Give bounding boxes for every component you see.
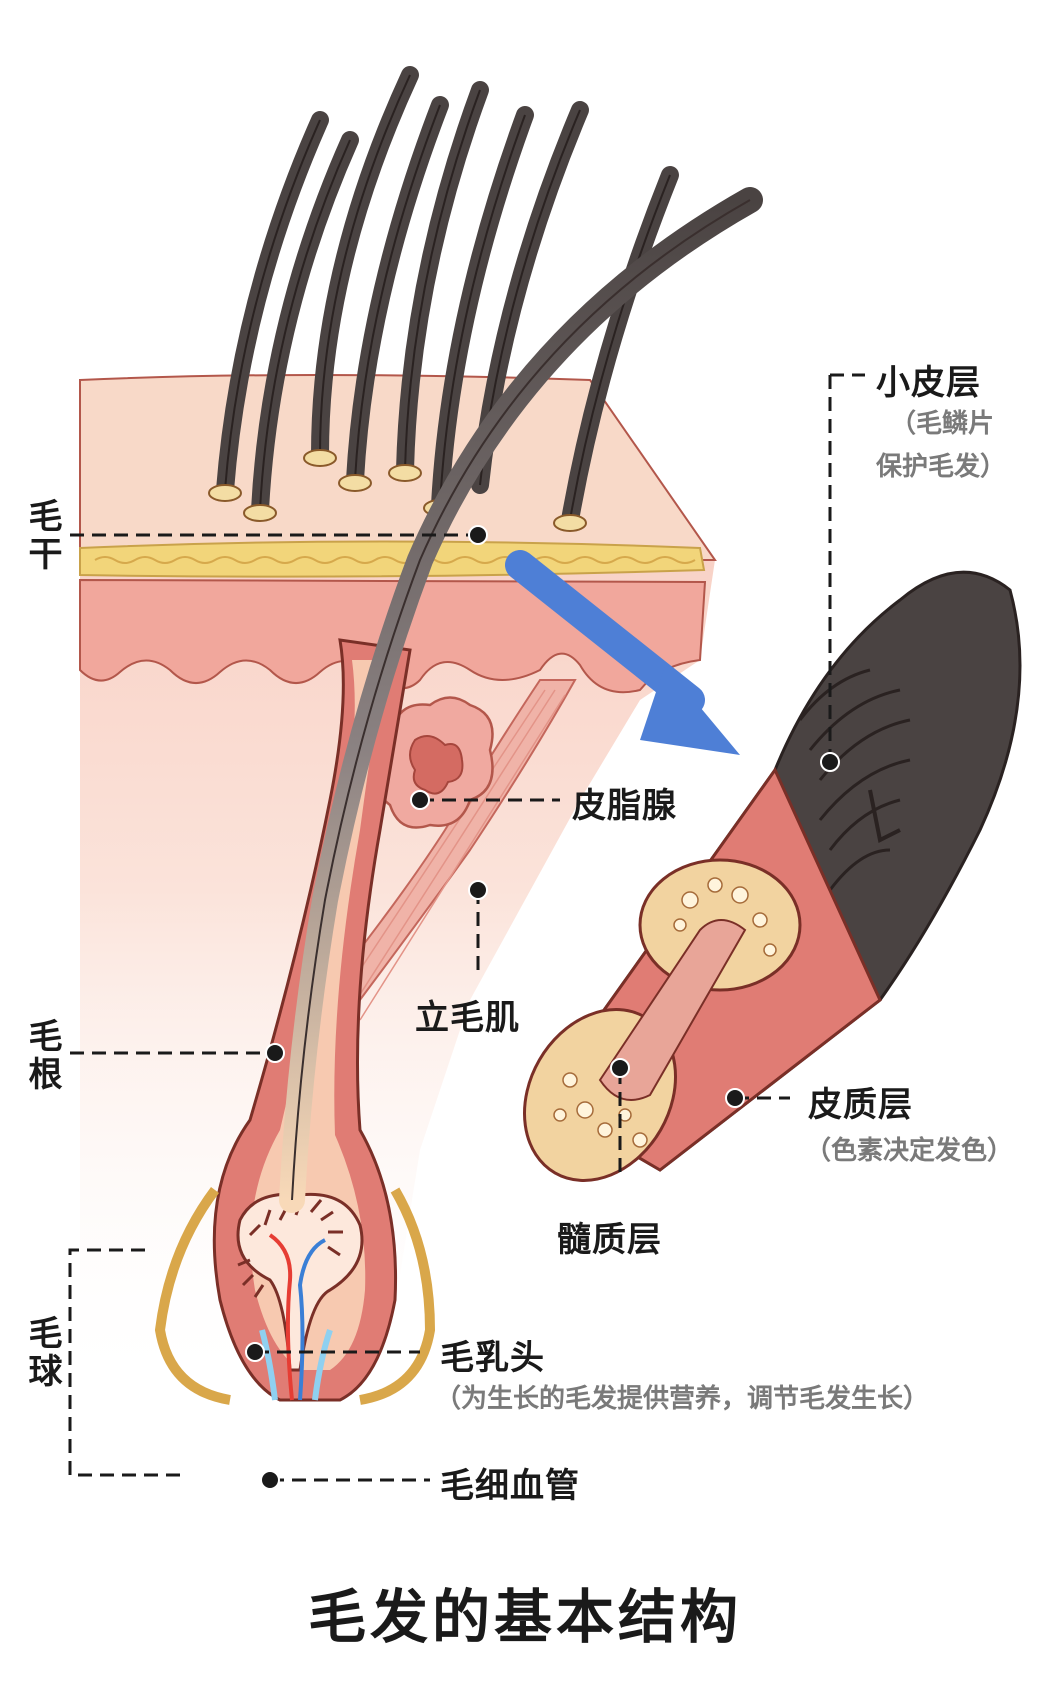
main-hair-shaft bbox=[279, 187, 763, 1213]
label-sebaceous-gland: 皮脂腺 bbox=[572, 786, 677, 826]
label-papilla: 毛乳头 bbox=[440, 1338, 545, 1378]
label-papilla-note: （为生长的毛发提供营养，调节毛发生长） bbox=[435, 1384, 930, 1414]
label-cortex: 皮质层 bbox=[808, 1085, 913, 1125]
label-cortex-note: （色素决定发色） bbox=[805, 1136, 1014, 1166]
label-capillary: 毛细血管 bbox=[440, 1466, 580, 1506]
label-hair-shaft: 毛干 bbox=[22, 498, 62, 574]
magnify-arrow bbox=[505, 550, 740, 755]
fat-layer bbox=[79, 540, 706, 578]
label-cuticle-note-1: （毛鳞片 bbox=[890, 409, 995, 439]
label-hair-root: 毛根 bbox=[22, 1018, 62, 1094]
diagram-title: 毛发的基本结构 bbox=[307, 1583, 742, 1651]
label-medulla: 髓质层 bbox=[557, 1220, 662, 1260]
label-hair-bulb: 毛球 bbox=[22, 1315, 62, 1391]
bulb-outer-sheath bbox=[154, 1187, 436, 1405]
label-arrector-pili: 立毛肌 bbox=[415, 998, 520, 1038]
leader-dots bbox=[245, 525, 840, 1490]
label-cuticle: 小皮层 bbox=[876, 363, 981, 403]
leader-lines bbox=[68, 373, 865, 1482]
capillaries bbox=[259, 1233, 333, 1401]
label-cuticle-note-2: 保护毛发） bbox=[876, 452, 1007, 482]
